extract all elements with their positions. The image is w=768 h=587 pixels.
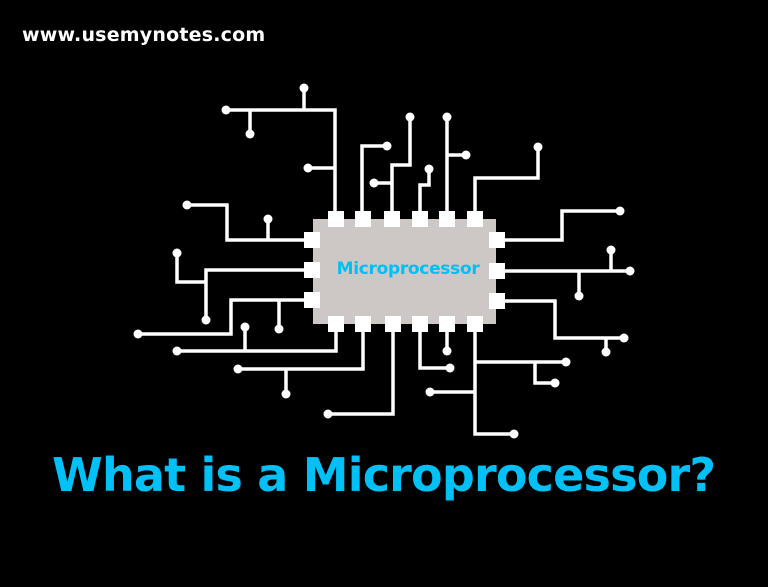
chip-pins bbox=[304, 211, 505, 332]
site-url: www.usemynotes.com bbox=[22, 24, 266, 46]
circuit-traces bbox=[138, 88, 630, 436]
chip-body bbox=[313, 219, 496, 324]
trace-terminals bbox=[133, 83, 635, 439]
chip-label: Microprocessor bbox=[336, 259, 480, 279]
page-title: What is a Microprocessor? bbox=[52, 448, 716, 502]
